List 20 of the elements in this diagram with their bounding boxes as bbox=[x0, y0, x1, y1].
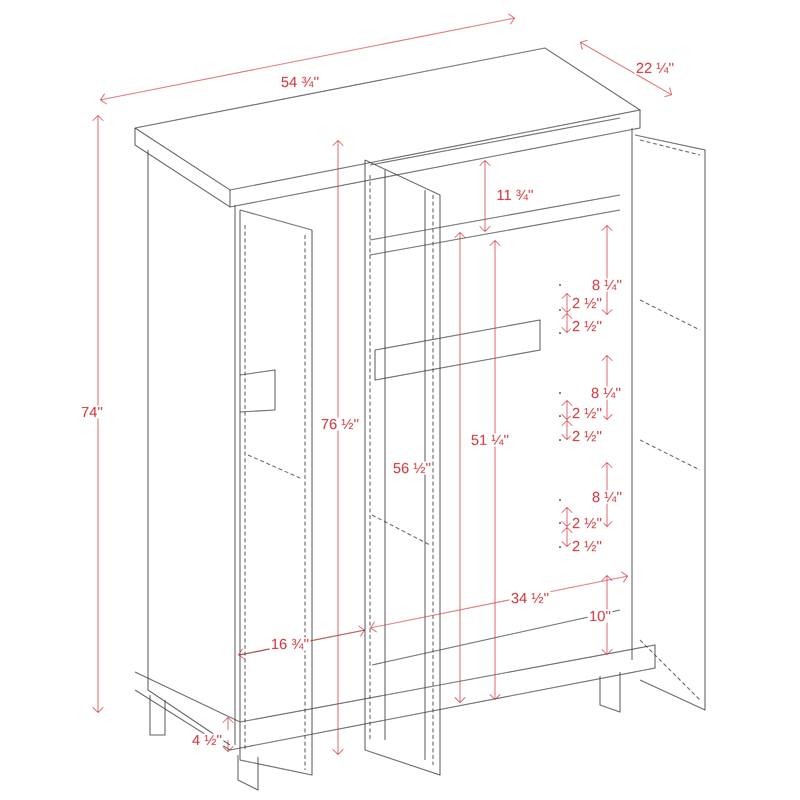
dimension-label: 4 ½'' bbox=[190, 734, 224, 746]
dimension-label: 16 ¾'' bbox=[270, 637, 310, 651]
dimension-label: 54 ¾'' bbox=[280, 75, 320, 89]
dimension-label: 2 ½'' bbox=[570, 320, 604, 332]
dimension-label: 8 ¼'' bbox=[590, 278, 624, 292]
dimension-label: 2 ½'' bbox=[570, 540, 604, 552]
dimension-label: 51 ¼'' bbox=[470, 434, 510, 447]
dimension-label: 11 ¾'' bbox=[495, 188, 535, 202]
dimension-label: 2 ½'' bbox=[570, 516, 604, 530]
dimension-label: 74'' bbox=[80, 406, 104, 418]
dimension-label: 2 ½'' bbox=[570, 406, 604, 420]
dimension-label: 10'' bbox=[588, 609, 612, 623]
dimension-label: 34 ½'' bbox=[510, 591, 550, 605]
dimension-label: 76 ½'' bbox=[320, 417, 360, 431]
dimension-label: 56 ½'' bbox=[392, 461, 432, 475]
dimension-label: 8 ¼'' bbox=[590, 386, 622, 400]
dimension-label: 8 ¼'' bbox=[590, 490, 624, 504]
dimension-label: 2 ½'' bbox=[570, 296, 604, 310]
dimension-label: 22 ¼'' bbox=[634, 61, 676, 75]
dimension-label: 2 ½'' bbox=[570, 430, 604, 442]
